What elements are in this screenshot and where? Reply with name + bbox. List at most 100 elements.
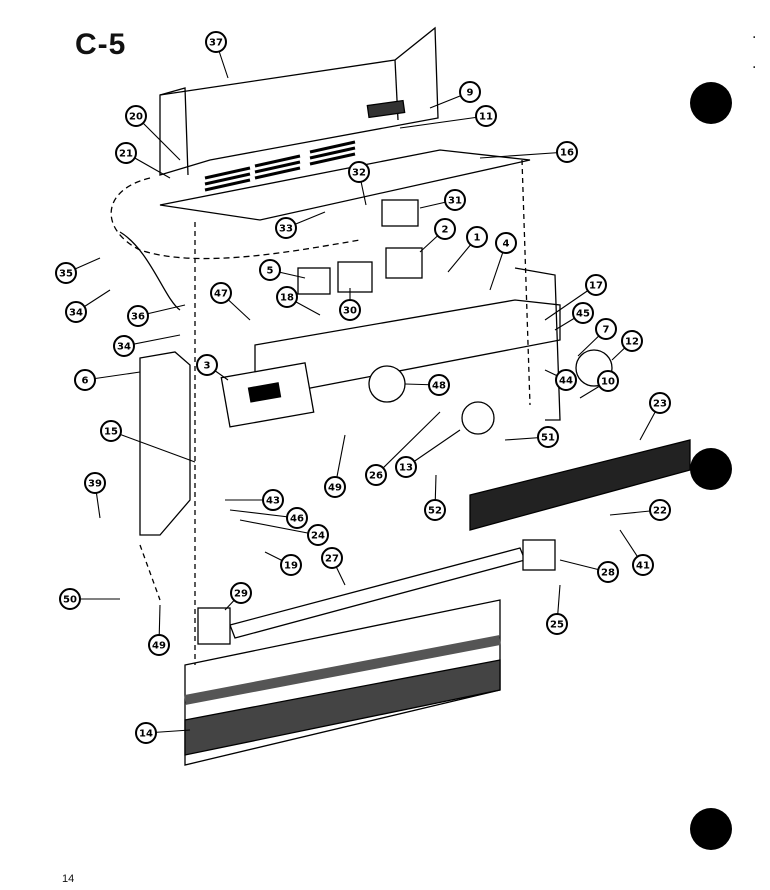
callout-circle	[205, 31, 227, 53]
callout-circle	[585, 274, 607, 296]
callout-leader-line	[239, 519, 319, 536]
callout-number: 41	[636, 561, 650, 572]
callout-number: 16	[560, 148, 574, 159]
callout-circle	[307, 524, 329, 546]
callout-circle	[444, 189, 466, 211]
callout-circle	[125, 105, 147, 127]
callout-number: 5	[267, 266, 274, 277]
callout-number: 34	[69, 308, 83, 319]
callout-circle	[537, 426, 559, 448]
callout-circle	[428, 374, 450, 396]
callout-circle	[280, 554, 302, 576]
callout-number: 37	[209, 38, 223, 49]
callout-number: 52	[428, 506, 442, 517]
callout-number: 35	[59, 269, 73, 280]
end-cap-29	[197, 607, 231, 645]
callout-circle	[339, 299, 361, 321]
front-facia	[469, 439, 691, 531]
callout-leader-line	[229, 509, 298, 519]
callout-number: 4	[503, 239, 510, 250]
callout-circle	[546, 613, 568, 635]
binder-hole-icon	[690, 808, 732, 850]
callout-number: 27	[325, 554, 339, 565]
callout-circle	[324, 476, 346, 498]
callout-circle	[275, 217, 297, 239]
callout-number: 36	[131, 312, 145, 323]
callout-circle	[621, 330, 643, 352]
callout-circle	[649, 392, 671, 414]
callout-number: 14	[139, 729, 153, 740]
relay-31	[381, 199, 419, 227]
callout-number: 17	[589, 281, 603, 292]
callout-number: 7	[603, 325, 610, 336]
scan-mark: ·	[752, 60, 757, 76]
callout-circle	[495, 232, 517, 254]
callout-number: 2	[442, 225, 449, 236]
callout-circle	[321, 547, 343, 569]
diagram-title: C-5	[75, 28, 127, 61]
callout-number: 46	[290, 514, 304, 525]
wire-harness	[119, 231, 181, 311]
callout-circle	[115, 142, 137, 164]
callout-circle	[210, 282, 232, 304]
relay-30	[337, 261, 373, 293]
callout-number: 30	[343, 306, 357, 317]
callout-number: 44	[559, 376, 573, 387]
callout-circle	[556, 141, 578, 163]
binder-hole-icon	[690, 82, 732, 124]
callout-circle	[259, 259, 281, 281]
vent-grille	[366, 99, 406, 119]
callout-number: 49	[328, 483, 342, 494]
callout-number: 32	[352, 168, 366, 179]
callout-number: 19	[284, 561, 298, 572]
callout-circle	[276, 286, 298, 308]
callout-number: 21	[119, 149, 133, 160]
callout-leader-line	[110, 430, 196, 463]
callout-number: 28	[601, 568, 615, 579]
side-bracket	[139, 351, 191, 536]
callout-circle	[466, 226, 488, 248]
callout-number: 43	[266, 496, 280, 507]
callout-number: 3	[204, 361, 211, 372]
page-number: 14	[62, 873, 75, 885]
callout-number: 45	[576, 309, 590, 320]
knob-48	[368, 365, 406, 403]
callout-number: 23	[653, 399, 667, 410]
callout-number: 10	[601, 377, 615, 388]
callout-circle	[597, 561, 619, 583]
callout-circle	[572, 302, 594, 324]
callout-circle	[148, 634, 170, 656]
callout-number: 49	[152, 641, 166, 652]
callout-number: 9	[467, 88, 474, 99]
callout-circle	[632, 554, 654, 576]
callout-number: 39	[88, 479, 102, 490]
callout-circle	[135, 722, 157, 744]
callout-number: 33	[279, 224, 293, 235]
callout-number: 22	[653, 506, 667, 517]
callout-circle	[100, 420, 122, 442]
callout-number: 11	[479, 112, 493, 123]
callout-number: 24	[311, 531, 325, 542]
relay-2	[385, 247, 423, 279]
callout-circle	[555, 369, 577, 391]
callout-number: 50	[63, 595, 77, 606]
callout-number: 47	[214, 289, 228, 300]
callout-circle	[262, 489, 284, 511]
callout-circle	[434, 218, 456, 240]
callout-circle	[348, 161, 370, 183]
callout-circle	[65, 301, 87, 323]
callout-circle	[196, 354, 218, 376]
callout-circle	[649, 499, 671, 521]
callout-circle	[475, 105, 497, 127]
callout-number: 25	[550, 620, 564, 631]
callout-number: 34	[117, 342, 131, 353]
callout-circle	[127, 305, 149, 327]
callout-number: 1	[474, 233, 481, 244]
binder-hole-icon	[690, 448, 732, 490]
callout-circle	[113, 335, 135, 357]
callout-number: 20	[129, 112, 143, 123]
callout-circle	[230, 582, 252, 604]
callout-circle	[286, 507, 308, 529]
